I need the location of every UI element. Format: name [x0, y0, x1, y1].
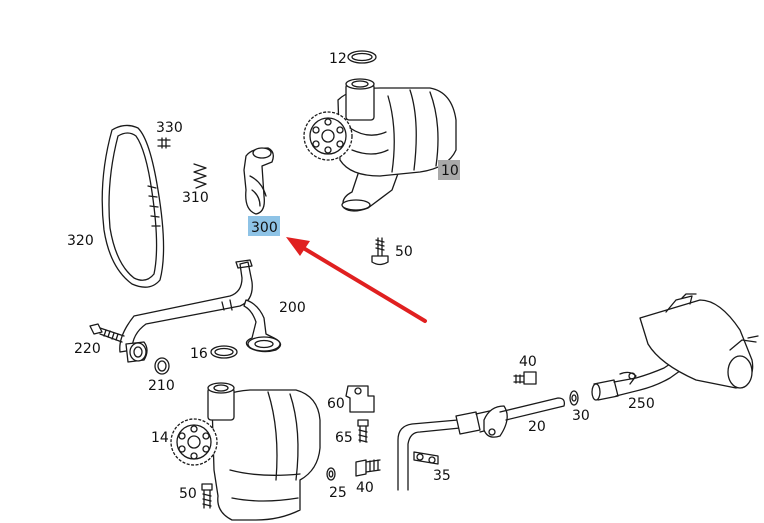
bolt-40-upper[interactable]: [513, 371, 537, 385]
seal-ring-16[interactable]: [210, 345, 238, 359]
bolt-220[interactable]: [89, 323, 125, 343]
tensioner-300[interactable]: [243, 147, 274, 215]
label-250[interactable]: 250: [628, 396, 655, 412]
spring-310[interactable]: [193, 163, 207, 189]
label-10[interactable]: 10: [441, 163, 459, 179]
lower-pump-sprocket: [170, 418, 218, 466]
label-310[interactable]: 310: [182, 190, 209, 206]
label-40-upper[interactable]: 40: [519, 354, 537, 370]
drive-chain-320[interactable]: [101, 124, 165, 288]
oil-tube-200[interactable]: [119, 259, 282, 353]
washer-30[interactable]: [569, 390, 579, 406]
bolt-40-lower[interactable]: [355, 459, 381, 477]
label-65[interactable]: 65: [335, 430, 353, 446]
label-50-lower[interactable]: 50: [179, 486, 197, 502]
oil-pump-14[interactable]: [170, 382, 321, 521]
label-25[interactable]: 25: [329, 485, 347, 501]
line-250[interactable]: [591, 293, 759, 401]
label-14[interactable]: 14: [151, 430, 169, 446]
seal-ring-12[interactable]: [347, 50, 377, 64]
label-35[interactable]: 35: [433, 468, 451, 484]
label-60[interactable]: 60: [327, 396, 345, 412]
label-200[interactable]: 200: [279, 300, 306, 316]
label-220[interactable]: 220: [74, 341, 101, 357]
washer-25[interactable]: [326, 467, 336, 481]
label-300[interactable]: 300: [251, 220, 278, 236]
label-40-lower[interactable]: 40: [356, 480, 374, 496]
fitting-210[interactable]: [125, 341, 170, 375]
label-highlight-10: [438, 160, 460, 180]
label-210[interactable]: 210: [148, 378, 175, 394]
label-30[interactable]: 30: [572, 408, 590, 424]
oil-pump-10[interactable]: [303, 78, 457, 212]
bolt-50-lower[interactable]: [201, 483, 213, 509]
label-50-upper[interactable]: 50: [395, 244, 413, 260]
bolt-65[interactable]: [357, 419, 369, 443]
label-12[interactable]: 12: [329, 51, 347, 67]
label-16[interactable]: 16: [190, 346, 208, 362]
oil-line-20[interactable]: [397, 397, 566, 491]
bracket-60[interactable]: [345, 385, 375, 413]
label-highlight-300: [248, 216, 280, 236]
label-20[interactable]: 20: [528, 419, 546, 435]
pump-sprocket: [303, 111, 353, 161]
clamp-35[interactable]: [413, 451, 439, 465]
clip-330[interactable]: [157, 137, 171, 149]
label-320[interactable]: 320: [67, 233, 94, 249]
label-330[interactable]: 330: [156, 120, 183, 136]
pointer-arrow: [286, 237, 427, 323]
bolt-50-upper[interactable]: [371, 237, 389, 266]
